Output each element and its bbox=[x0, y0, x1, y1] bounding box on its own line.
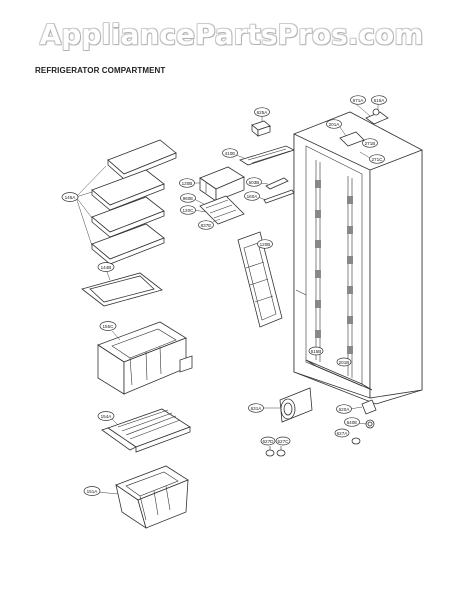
callout-155C: 155C bbox=[99, 321, 117, 331]
callout-201A: 201A bbox=[326, 119, 342, 129]
svg-text:503B: 503B bbox=[249, 180, 260, 185]
shelf-rails bbox=[315, 160, 353, 378]
lamp-housing[interactable] bbox=[239, 145, 296, 166]
roller-cover[interactable] bbox=[279, 387, 313, 423]
svg-text:640E: 640E bbox=[347, 420, 358, 425]
callout-410E: 410E bbox=[222, 148, 238, 158]
callout-615A: 615A bbox=[371, 95, 387, 105]
svg-text:627A: 627A bbox=[337, 431, 349, 436]
callout-154A: 154A bbox=[97, 411, 115, 421]
callout-625A: 625A bbox=[254, 107, 270, 117]
section-title: REFRIGERATOR COMPARTMENT bbox=[35, 66, 166, 75]
svg-text:671A: 671A bbox=[353, 98, 365, 103]
svg-text:145A: 145A bbox=[65, 195, 77, 200]
callout-627A: 627A bbox=[334, 428, 350, 438]
svg-text:960E: 960E bbox=[183, 196, 194, 201]
svg-text:625A: 625A bbox=[257, 110, 269, 115]
callout-631A: 631A bbox=[248, 403, 264, 413]
callout-151A: 151A bbox=[83, 486, 101, 496]
glass-shelves[interactable] bbox=[91, 139, 177, 265]
callout-960E: 960E bbox=[180, 193, 196, 203]
svg-text:201B: 201B bbox=[339, 360, 350, 365]
callout-120B-bin: 120B bbox=[179, 178, 195, 188]
svg-text:151A: 151A bbox=[87, 489, 99, 494]
watermark-logo: AppliancePartsPros.com bbox=[39, 18, 424, 51]
svg-text:620A: 620A bbox=[339, 407, 351, 412]
leveling-legs[interactable] bbox=[265, 446, 286, 457]
crisper-drawer[interactable] bbox=[97, 321, 193, 395]
callout-671A: 671A bbox=[350, 95, 366, 105]
callout-120C: 120C bbox=[180, 205, 196, 215]
svg-text:120C: 120C bbox=[183, 208, 195, 213]
callout-201B: 201B bbox=[336, 357, 352, 367]
svg-text:615A: 615A bbox=[374, 98, 386, 103]
callout-160A: 160A bbox=[244, 191, 260, 201]
callout-145A: 145A bbox=[61, 192, 79, 202]
lamp-socket[interactable] bbox=[265, 177, 289, 190]
svg-text:271B: 271B bbox=[365, 141, 376, 146]
callout-620A: 620A bbox=[336, 404, 352, 414]
svg-text:155C: 155C bbox=[103, 324, 115, 329]
callout-271C: 271C bbox=[369, 154, 385, 164]
callout-627C: 627C bbox=[275, 436, 291, 446]
svg-text:201A: 201A bbox=[329, 122, 341, 127]
callout-120B-door: 120B bbox=[257, 239, 273, 249]
svg-text:144B: 144B bbox=[101, 265, 112, 270]
lower-drawer[interactable] bbox=[115, 465, 189, 529]
callout-615B: 615B bbox=[308, 346, 324, 356]
svg-text:627C: 627C bbox=[278, 439, 290, 444]
svg-text:120B: 120B bbox=[182, 181, 193, 186]
refrigerator-liner-cabinet[interactable] bbox=[293, 111, 423, 405]
callout-144B: 144B bbox=[97, 262, 115, 272]
svg-text:615B: 615B bbox=[311, 349, 322, 354]
svg-text:837E: 837E bbox=[201, 223, 212, 228]
svg-text:120B: 120B bbox=[260, 242, 271, 247]
svg-text:631A: 631A bbox=[251, 406, 263, 411]
door-guard-panel[interactable] bbox=[237, 231, 283, 328]
callout-271B: 271B bbox=[362, 138, 378, 148]
callout-837E: 837E bbox=[198, 220, 214, 230]
svg-text:410E: 410E bbox=[225, 151, 236, 156]
shelf-rail-bracket[interactable] bbox=[199, 195, 245, 225]
svg-text:627D: 627D bbox=[263, 439, 275, 444]
svg-text:160A: 160A bbox=[247, 194, 259, 199]
callout-640E: 640E bbox=[344, 417, 360, 427]
svg-text:154A: 154A bbox=[101, 414, 113, 419]
callout-627D: 627D bbox=[260, 436, 276, 446]
switch-cap[interactable] bbox=[251, 120, 271, 137]
light-bulb-rod[interactable] bbox=[263, 189, 295, 204]
svg-text:271C: 271C bbox=[372, 157, 384, 162]
snack-bin[interactable] bbox=[199, 166, 245, 202]
crisper-cover-frame[interactable] bbox=[81, 272, 163, 307]
hinge-cover-parts[interactable] bbox=[351, 399, 377, 445]
drawer-cover[interactable] bbox=[101, 408, 191, 453]
callout-503B: 503B bbox=[246, 177, 262, 187]
